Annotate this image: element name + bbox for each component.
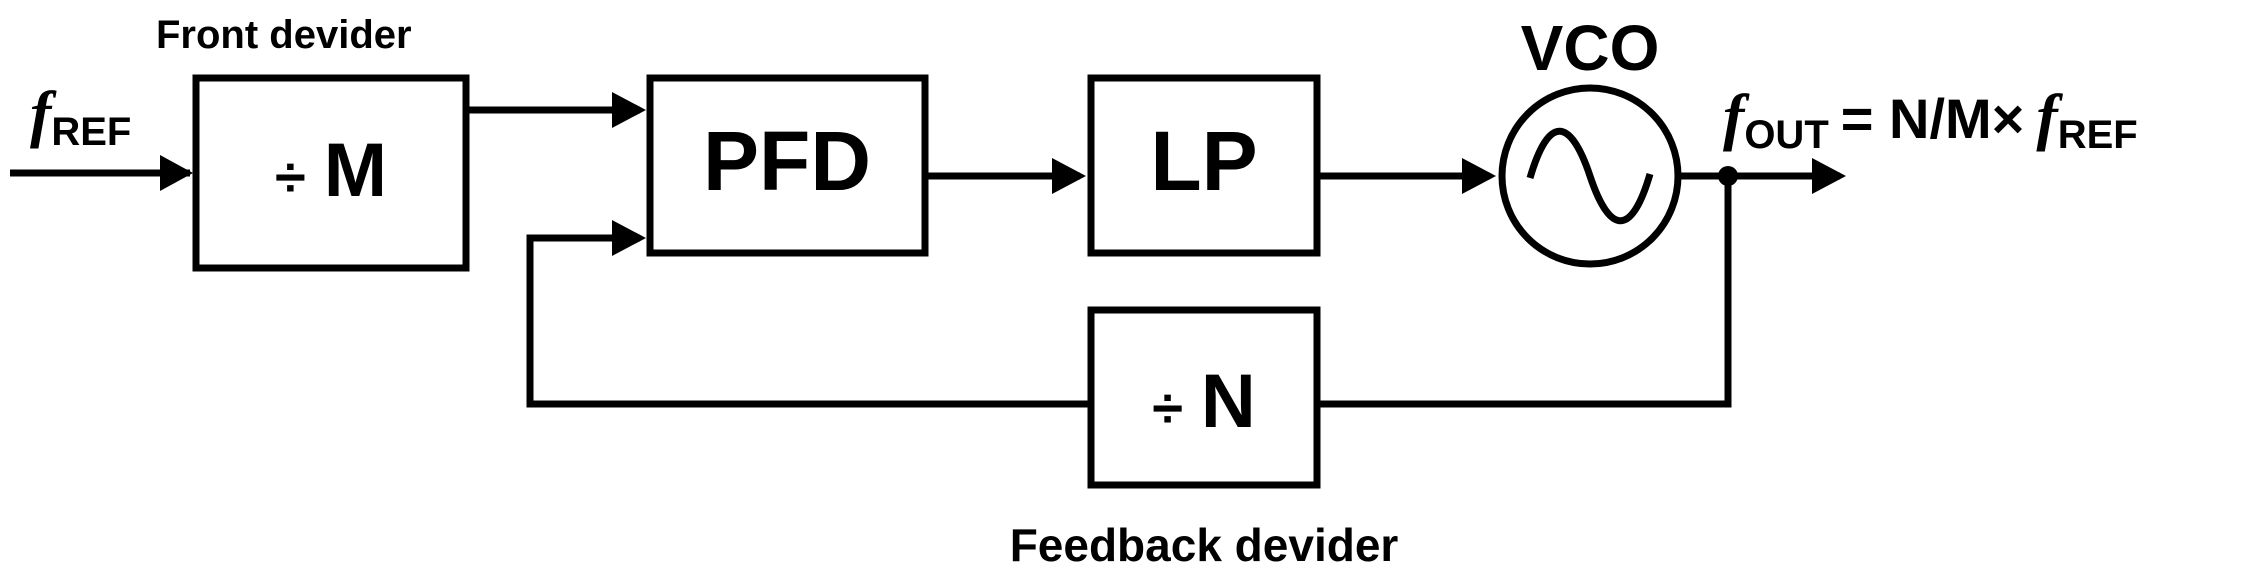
sine-wave-icon [1526, 127, 1654, 225]
front-divider-text: ÷M [275, 128, 387, 213]
feedback-left-line [526, 234, 1091, 408]
divide-icon: ÷ [275, 145, 306, 208]
pfd-label: PFD [703, 114, 871, 208]
feedback-divider-text: ÷N [1152, 359, 1256, 444]
feedback-divider-value: N [1201, 359, 1256, 444]
lp-to-vco-arrow-icon [1462, 158, 1496, 194]
input-signal-label: fREF [30, 78, 131, 154]
output-signal-label: fOUT= N/M×fREF [1723, 81, 2138, 157]
input-arrow-icon [160, 155, 193, 191]
vco-label: VCO [1521, 12, 1660, 84]
divide-icon: ÷ [1152, 376, 1183, 439]
front-divider-value: M [324, 128, 387, 213]
feedback-to-pfd-arrow-icon [612, 220, 646, 256]
pfd-block [646, 74, 929, 257]
feedback-divider-label: Feedback devider [1010, 519, 1399, 571]
output-ref-subscript: REF [2058, 113, 2138, 157]
input-ref-subscript: REF [51, 110, 131, 154]
lp-block [1087, 74, 1321, 257]
feedback-right-line [1317, 176, 1732, 408]
front-divider-label: Front devider [156, 13, 412, 57]
feedback-divider-block [1087, 306, 1321, 489]
front-divider-block [192, 74, 470, 272]
output-equation: = N/M× [1841, 87, 2025, 150]
output-out-subscript: OUT [1744, 113, 1828, 157]
output-arrow-icon [1812, 158, 1846, 194]
pfd-to-lp-arrow-icon [1052, 158, 1086, 194]
lp-label: LP [1150, 114, 1257, 208]
m-to-pfd-arrow-icon [612, 92, 646, 128]
